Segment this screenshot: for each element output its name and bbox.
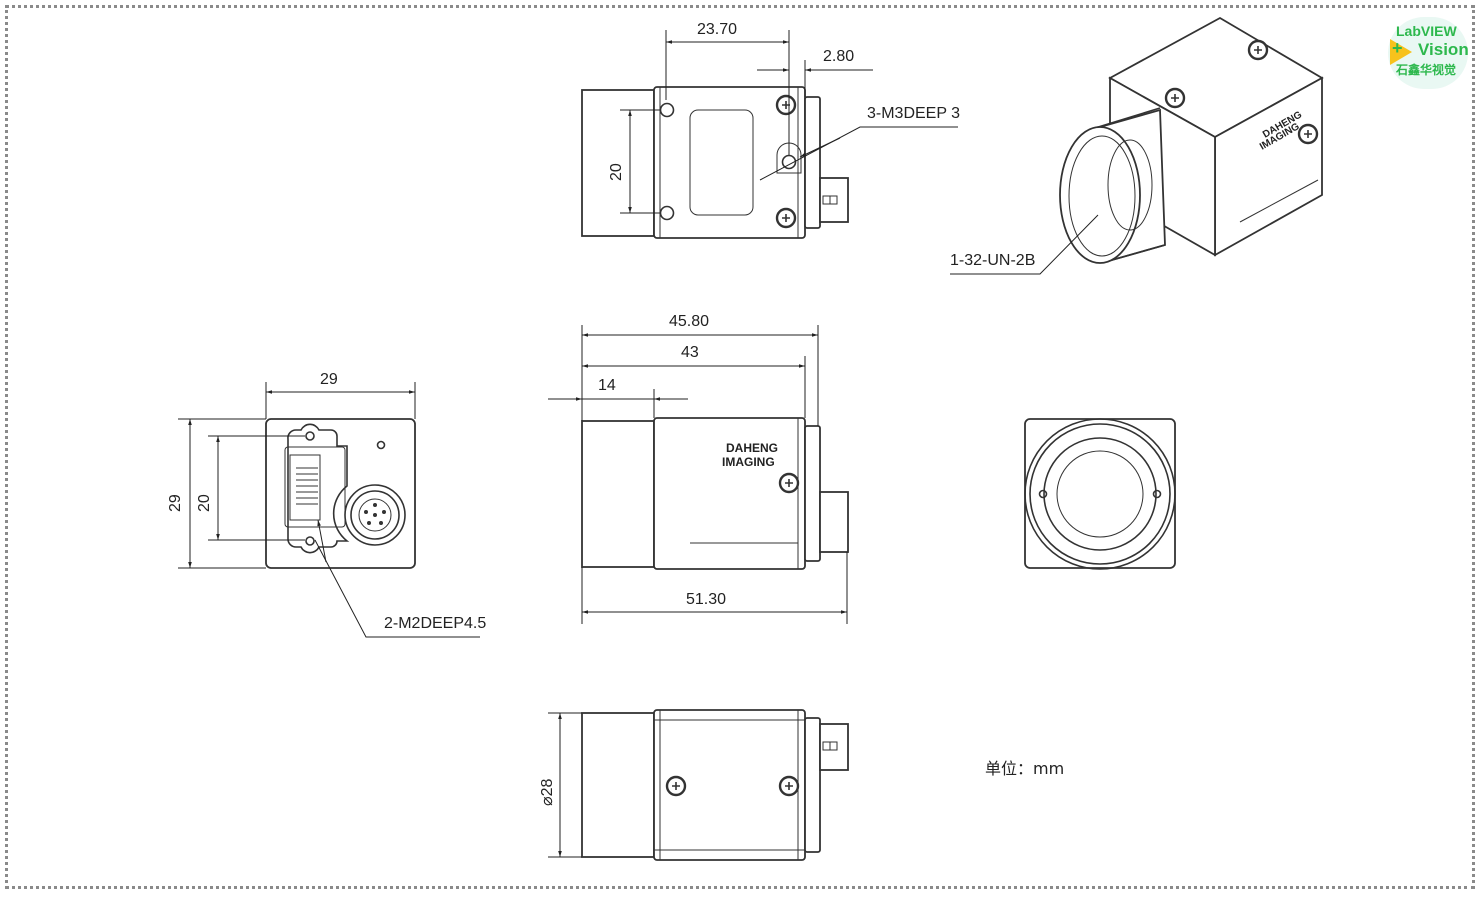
dim-back-hole-spacing: 20: [196, 494, 213, 512]
dim-side-body: 43: [681, 344, 699, 361]
logo-triangle-icon: [1390, 39, 1412, 65]
back-hole-note: 2-M2DEEP4.5: [384, 615, 486, 632]
front-view: [1024, 418, 1176, 570]
top-hole-note: 3-M3DEEP 3: [867, 105, 960, 122]
dim-back-width: 29: [320, 371, 338, 388]
side-brand-line1: DAHENG: [726, 441, 778, 455]
iso-view: DAHENG IMAGING 1-32-UN-2B: [950, 16, 1324, 275]
dim-top-width: 23.70: [697, 21, 737, 38]
labview-vision-logo: + LabVIEW Vision 石鑫华视觉: [1388, 17, 1469, 89]
side-brand-line2: IMAGING: [722, 455, 775, 469]
drawing-border: [5, 5, 1475, 889]
logo-plus-icon: +: [1392, 38, 1403, 58]
dim-bottom-diameter: ⌀28: [539, 778, 556, 806]
side-view: DAHENG IMAGING 45.80 43 14 51.30: [548, 313, 849, 624]
top-view: 23.70 2.80 20 3-M3DEEP 3: [581, 21, 960, 239]
dim-back-height: 29: [167, 494, 184, 512]
bottom-view: ⌀28: [539, 709, 849, 861]
iso-thread-note: 1-32-UN-2B: [950, 252, 1035, 269]
logo-line3: 石鑫华视觉: [1396, 63, 1457, 77]
logo-line1: LabVIEW: [1396, 23, 1457, 39]
logo-line2: Vision: [1418, 40, 1469, 59]
dim-top-offset: 2.80: [823, 48, 854, 65]
dim-side-total: 51.30: [686, 591, 726, 608]
back-view: 29 29 20 2-M2DEEP4.5: [167, 371, 486, 638]
dim-side-lens: 14: [598, 377, 616, 394]
unit-label: 单位：mm: [985, 759, 1064, 778]
dim-top-hole-spacing: 20: [608, 163, 625, 181]
dim-side-body-connector: 45.80: [669, 313, 709, 330]
